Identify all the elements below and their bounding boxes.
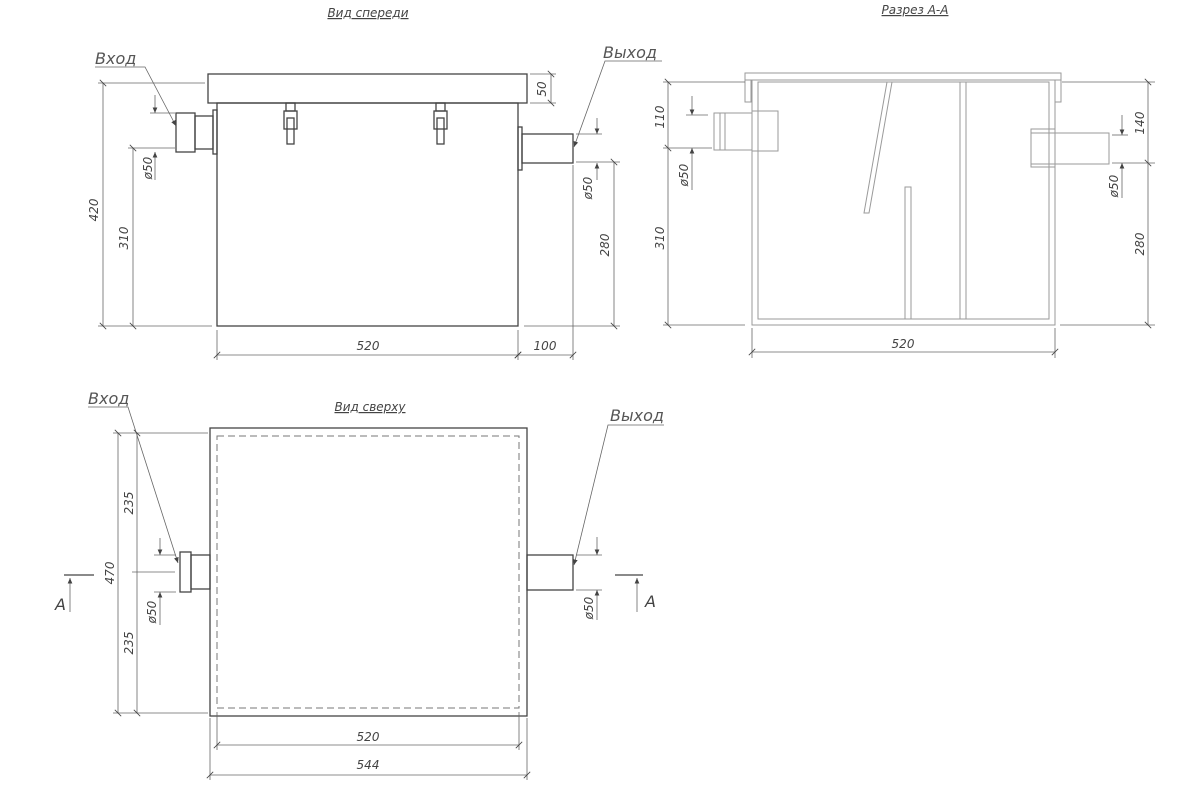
section-view-title: Разрез А-А — [882, 3, 949, 17]
dim-lid: 50 — [535, 81, 549, 97]
front-body — [216, 102, 519, 327]
section-view: Разрез А-А 110 310 ø50 1 — [653, 3, 1155, 358]
dim-section-inlet-dia: ø50 — [677, 163, 691, 187]
top-outlet-label: Выход — [610, 406, 664, 425]
section-body — [751, 79, 1056, 326]
dim-section-width: 520 — [892, 337, 915, 351]
front-outlet-pipe — [517, 126, 574, 171]
dim-top-depth: 470 — [103, 561, 117, 584]
dim-top-inner-width: 520 — [357, 730, 380, 744]
dim-section-outlet-top: 140 — [1133, 111, 1147, 134]
dim-top-half-lower: 235 — [122, 632, 136, 655]
front-view-title: Вид спереди — [327, 6, 408, 20]
latch-icon — [283, 102, 298, 145]
dim-top-half-upper: 235 — [122, 492, 136, 515]
dim-outlet-dia: ø50 — [581, 176, 595, 200]
top-inlet-pipe — [179, 551, 211, 593]
lower-baffle — [904, 186, 912, 320]
section-marker-left: A — [54, 574, 94, 614]
dim-width: 520 — [357, 339, 380, 353]
front-inlet-pipe — [175, 109, 218, 155]
front-outlet-label: Выход — [603, 43, 657, 62]
front-inlet-label: Вход — [95, 49, 136, 68]
slanted-baffle — [863, 81, 893, 214]
section-outlet-pipe — [1030, 128, 1110, 168]
dim-outlet-height: 280 — [598, 233, 612, 256]
dim-total-height: 420 — [87, 198, 101, 221]
top-outer — [209, 427, 528, 717]
dim-section-inlet-height: 310 — [653, 226, 667, 249]
dim-inlet-height: 310 — [117, 226, 131, 249]
front-lid — [207, 73, 528, 104]
svg-text:A: A — [644, 592, 656, 611]
dim-top-outlet-dia: ø50 — [582, 596, 596, 620]
dim-section-outlet-dia: ø50 — [1107, 174, 1121, 198]
top-view-title: Вид сверху — [334, 400, 406, 414]
partition-wall — [959, 81, 967, 320]
latch-icon — [433, 102, 448, 145]
top-outlet-pipe — [526, 554, 574, 591]
top-view: Вид сверху Вход Выход 470 235 235 ø50 ø5… — [54, 389, 664, 780]
dim-top-inlet-dia: ø50 — [145, 600, 159, 624]
section-inlet-pipe — [713, 110, 779, 152]
dim-section-inlet-top: 110 — [653, 105, 667, 128]
top-inlet-label: Вход — [88, 389, 129, 408]
section-lid — [744, 72, 1062, 81]
svg-text:A: A — [54, 595, 66, 614]
dim-inlet-dia: ø50 — [141, 156, 155, 180]
dim-top-outer-width: 544 — [357, 758, 380, 772]
section-marker-right: A — [615, 574, 656, 612]
top-inner-dashed — [216, 435, 520, 709]
dim-section-outlet-height: 280 — [1133, 232, 1147, 255]
dim-outlet-length: 100 — [534, 339, 557, 353]
front-view: Вид спереди Вход Выход — [87, 6, 662, 360]
